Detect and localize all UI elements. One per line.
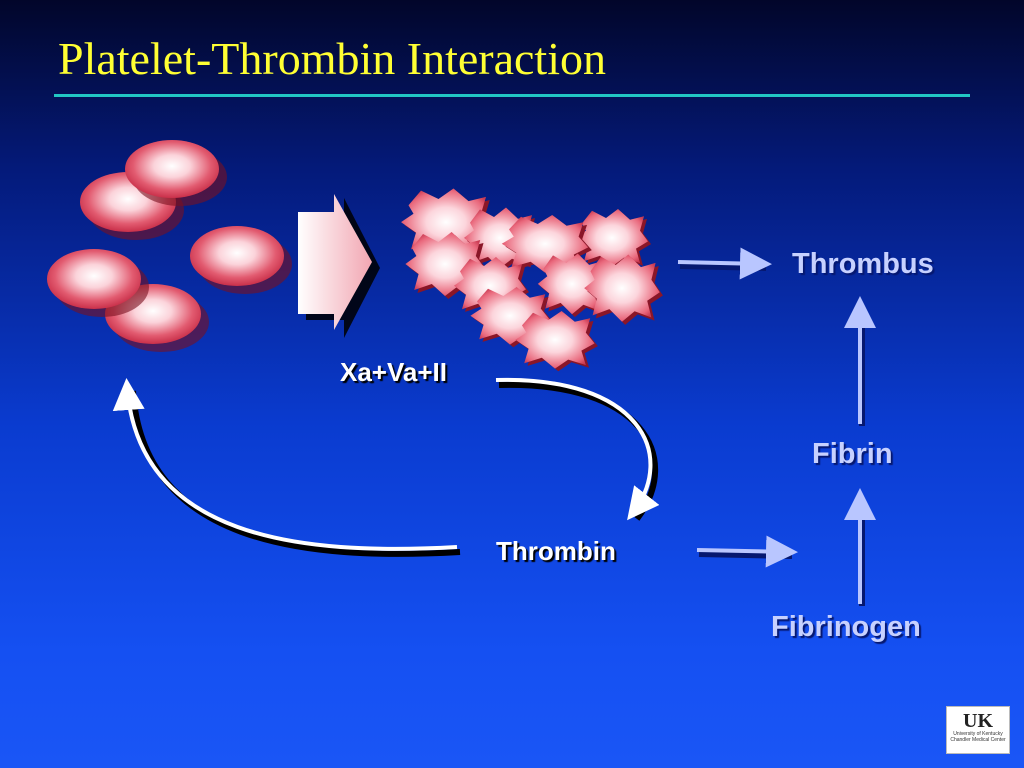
resting-platelets bbox=[47, 140, 292, 352]
logo-line-1: University of Kentucky bbox=[953, 731, 1003, 737]
slide-title: Platelet-Thrombin Interaction bbox=[58, 33, 606, 84]
label-complex: Xa+Va+II bbox=[340, 357, 447, 387]
logo-mark: UK bbox=[963, 710, 993, 732]
label-thrombus: Thrombus bbox=[792, 248, 934, 280]
platelet-disc-3 bbox=[190, 226, 292, 294]
aggregate-to-thrombus-arrow bbox=[677, 247, 772, 280]
platelet-disc-2 bbox=[125, 140, 227, 206]
fibrinogen-to-fibrin-arrow bbox=[844, 488, 876, 606]
complex-to-thrombin-arrow bbox=[495, 377, 660, 521]
activation-arrow bbox=[298, 194, 380, 338]
thrombin-to-fibrinogen-arrow bbox=[696, 535, 798, 568]
university-logo: UK University of Kentucky Chandler Medic… bbox=[946, 706, 1010, 754]
label-fibrinogen: Fibrinogen bbox=[771, 611, 921, 643]
platelet-disc-5 bbox=[47, 249, 149, 317]
logo-line-2: Chandler Medical Center bbox=[950, 737, 1006, 743]
activated-platelet-aggregate bbox=[401, 188, 663, 372]
fibrin-to-thrombus-arrow bbox=[844, 296, 876, 426]
label-thrombin: Thrombin bbox=[496, 536, 616, 566]
label-fibrin: Fibrin bbox=[812, 438, 893, 470]
thrombin-to-platelets-arrow bbox=[112, 378, 461, 557]
title-underline bbox=[54, 94, 970, 97]
